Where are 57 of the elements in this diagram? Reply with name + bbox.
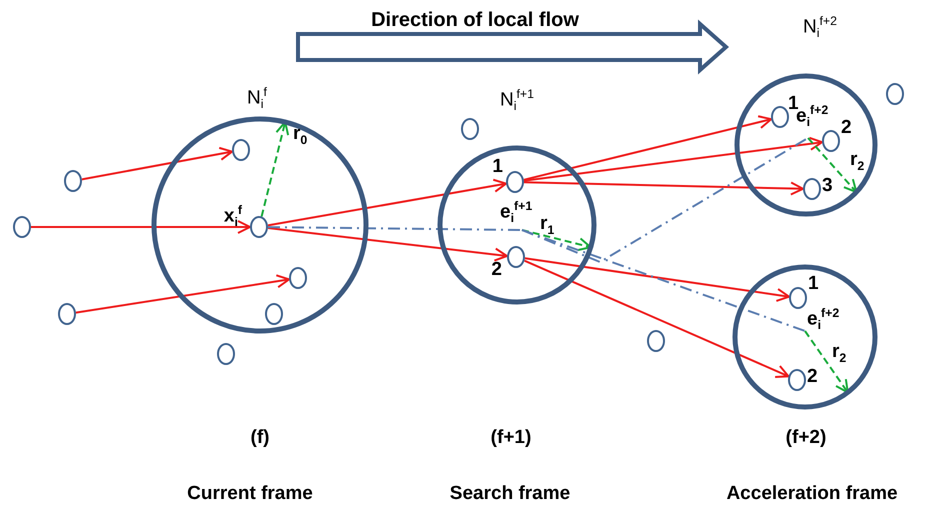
particle-number: 1 — [808, 274, 819, 295]
particle-number: 3 — [822, 176, 833, 197]
extrapolation-line — [268, 226, 522, 231]
particle-number: 1 — [492, 157, 503, 178]
particle-circle — [802, 177, 822, 201]
radius-arrow — [807, 137, 858, 194]
flow-label: Direction of local flow — [371, 9, 579, 31]
neighborhood-circle — [151, 86, 369, 334]
particle-circle — [505, 170, 525, 194]
radius-arrow — [804, 330, 849, 394]
particle-number: 1 — [788, 94, 799, 114]
track-arrow — [82, 146, 234, 180]
particle-circle — [57, 302, 77, 326]
radius-label: r$_{0}$ — [293, 124, 308, 148]
particle-number: 2 — [841, 118, 852, 139]
neighborhood-circle — [732, 264, 878, 410]
track-arrow — [31, 220, 251, 234]
track-arrow — [524, 181, 804, 196]
frame-caption: Current frame — [187, 484, 313, 505]
track-arrow — [76, 274, 290, 314]
particle-circle — [460, 117, 480, 141]
particle-circle — [63, 169, 83, 193]
track-arrow — [524, 260, 790, 378]
particle-circle — [821, 129, 841, 153]
neighborhood-circle — [437, 88, 597, 305]
track-arrow — [268, 178, 508, 226]
particle-number: 2 — [491, 260, 502, 281]
track-arrow — [524, 115, 772, 181]
frame-caption: Search frame — [450, 484, 570, 505]
radius-arrow — [260, 121, 290, 217]
particle-circle — [264, 302, 284, 326]
radius-label: r$_{1}$ — [540, 214, 554, 238]
particle-circle — [216, 342, 236, 366]
particle-circle — [231, 138, 251, 162]
neighborhood-circle — [734, 15, 878, 217]
extrapolation-line — [522, 137, 809, 264]
radius-label: r$_{2}$ — [850, 150, 864, 174]
radius-arrow — [522, 229, 592, 252]
particle-circle — [787, 368, 807, 392]
particle-number: 2 — [807, 367, 818, 388]
particle-circle — [885, 82, 905, 106]
extrapolation-line — [522, 229, 806, 332]
frame-index: (f+1) — [490, 428, 532, 449]
particle-circle — [288, 266, 308, 290]
track-arrow — [268, 227, 508, 262]
particle-circle — [788, 286, 808, 310]
track-arrow — [524, 257, 790, 302]
particle-circle — [646, 329, 666, 353]
track-arrow — [524, 136, 824, 182]
frame-caption: Acceleration frame — [726, 484, 898, 505]
frame-index: (f) — [250, 428, 270, 449]
particle-circle — [506, 245, 526, 269]
particle-circle — [770, 105, 790, 129]
frame-index: (f+2) — [786, 428, 826, 449]
particle-circle — [249, 215, 269, 239]
radius-label: r$_{2}$ — [832, 342, 846, 366]
particle-circle — [12, 215, 32, 239]
